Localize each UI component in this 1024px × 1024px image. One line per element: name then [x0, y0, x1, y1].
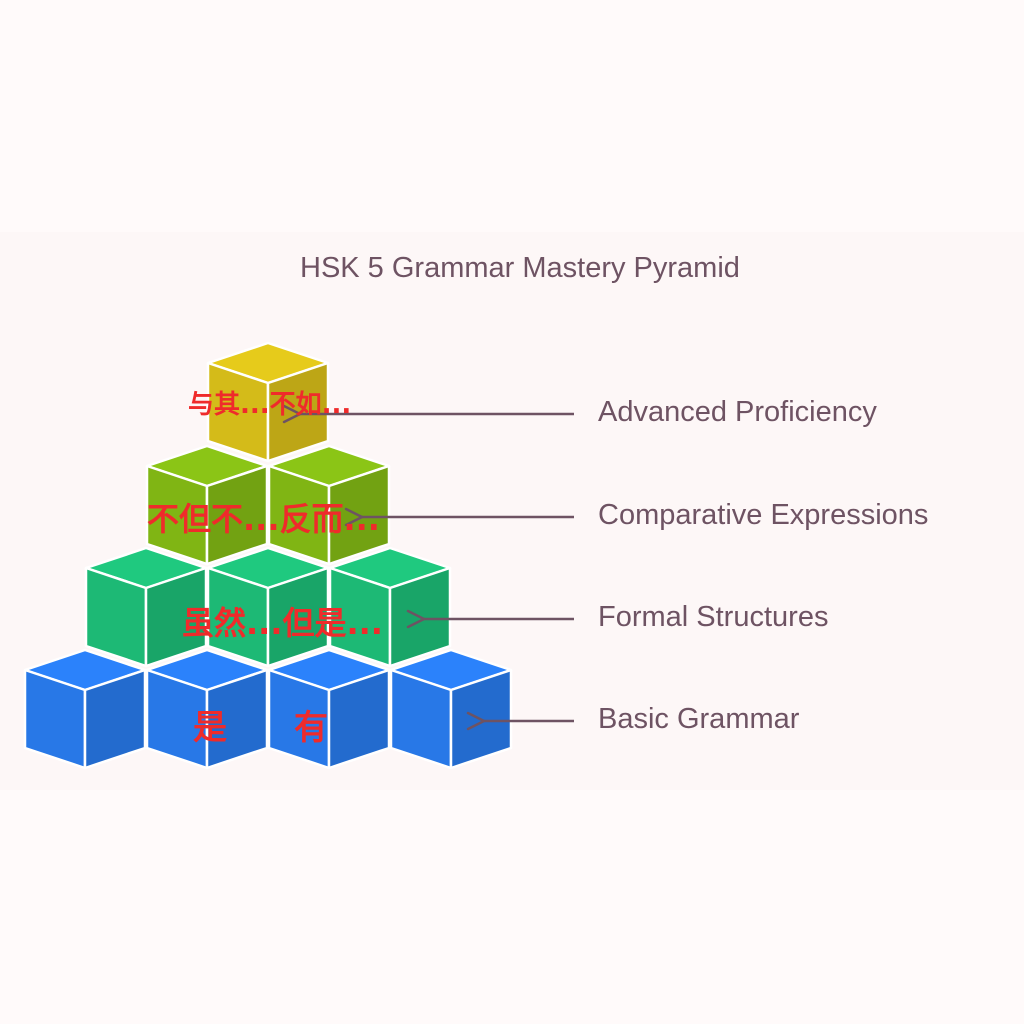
- tier-advanced-overlay: 与其...不如...: [188, 390, 352, 420]
- tier-basic-overlay-left: 是: [193, 708, 227, 748]
- cube-formal-1: [84, 546, 208, 668]
- tier-basic-label: Basic Grammar: [598, 703, 800, 735]
- cube-advanced-1: [206, 341, 330, 463]
- tier-comparative-overlay: 不但不...反而...: [147, 500, 380, 538]
- tier-formal-label: Formal Structures: [598, 601, 829, 633]
- cube-right-face: [83, 668, 147, 770]
- tier-basic-overlay-right: 有: [294, 708, 328, 748]
- cube-basic-1: [23, 648, 147, 770]
- cube-formal-2: [206, 546, 330, 668]
- arrow-layer: [282, 404, 574, 731]
- cube-formal-3: [328, 546, 452, 668]
- cube-right-face: [205, 464, 269, 566]
- cube-right-face: [266, 566, 330, 668]
- cube-right-face: [205, 668, 269, 770]
- cube-basic-2: [145, 648, 269, 770]
- tier-advanced-label: Advanced Proficiency: [598, 396, 877, 428]
- cube-right-face: [327, 668, 391, 770]
- cube-right-face: [144, 566, 208, 668]
- tier-formal-overlay: 虽然...但是...: [182, 604, 383, 642]
- cube-comparative-1: [145, 444, 269, 566]
- cube-basic-4: [389, 648, 513, 770]
- cube-basic-3: [267, 648, 391, 770]
- tier-comparative-label: Comparative Expressions: [598, 499, 929, 531]
- diagram-title: HSK 5 Grammar Mastery Pyramid: [300, 252, 740, 284]
